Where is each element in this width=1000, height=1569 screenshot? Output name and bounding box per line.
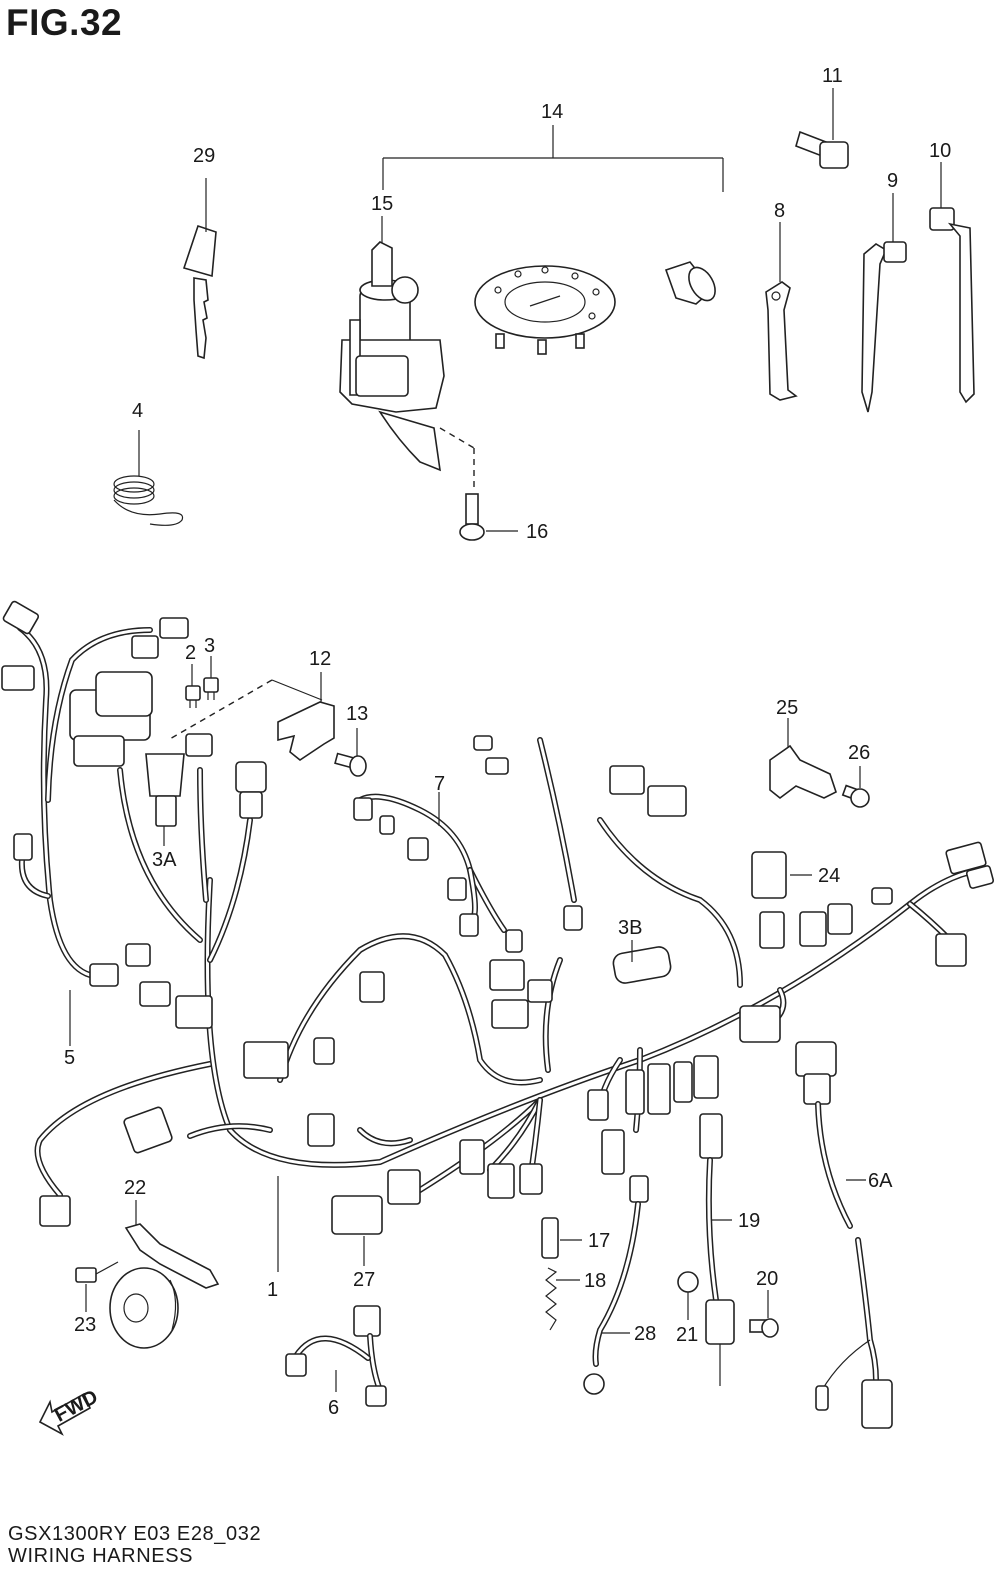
side-stand-switch-part (699, 1113, 735, 1386)
section-name: WIRING HARNESS (8, 1545, 194, 1567)
callout-10: 10 (929, 140, 951, 162)
model-code: GSX1300RY E03 E28_032 (8, 1523, 262, 1545)
callout-23: 23 (74, 1314, 96, 1336)
callout-25: 25 (776, 697, 798, 719)
callout-4: 4 (132, 400, 143, 422)
lead-wire-part (285, 1305, 387, 1407)
callout-15: 15 (371, 193, 393, 215)
mounting-bracket-part (769, 718, 837, 800)
callout-6a: 6A (868, 1170, 893, 1192)
callout-5: 5 (64, 1047, 75, 1069)
wire-clamp-part (861, 193, 907, 413)
callout-labels: 1 2 3 3A 3B 4 5 6 6A 7 8 9 10 11 12 13 1… (64, 65, 951, 1419)
callout-3: 3 (204, 635, 215, 657)
callout-24: 24 (818, 865, 840, 887)
callout-8: 8 (774, 200, 785, 222)
callout-22: 22 (124, 1177, 146, 1199)
switch-bolt-parts (677, 1271, 779, 1338)
leader-lines (69, 792, 440, 1272)
callout-14: 14 (541, 101, 563, 123)
callout-3a: 3A (152, 849, 177, 871)
callout-17: 17 (588, 1230, 610, 1252)
bracket-bolt-part (334, 728, 367, 777)
callout-13: 13 (346, 703, 368, 725)
bracket-mount-bolt-part (841, 766, 870, 808)
ignition-key-part (182, 178, 217, 360)
sub-harness-part (17, 625, 153, 979)
callout-26: 26 (848, 742, 870, 764)
callout-19: 19 (738, 1210, 760, 1232)
figure-title: FIG.32 (6, 2, 123, 43)
callout-20: 20 (756, 1268, 778, 1290)
callout-16: 16 (526, 521, 548, 543)
callout-29: 29 (193, 145, 215, 167)
callout-27: 27 (353, 1269, 375, 1291)
spring-part (113, 430, 184, 526)
clamp-part (765, 222, 798, 401)
fwd-label: FWD (51, 1386, 102, 1427)
relay-part (145, 753, 185, 846)
harness-connectors (1, 600, 995, 1227)
bolt-part (795, 88, 849, 169)
callout-12: 12 (309, 648, 331, 670)
callout-6: 6 (328, 1397, 339, 1419)
seat-lock-cylinder-part (664, 261, 716, 305)
lock-set-group-bracket (382, 125, 724, 192)
ignition-switch-part (339, 216, 475, 490)
callout-28: 28 (634, 1323, 656, 1345)
callout-18: 18 (584, 1270, 606, 1292)
callout-1: 1 (267, 1279, 278, 1301)
bracket-part (167, 672, 335, 761)
callout-3b: 3B (618, 917, 642, 939)
fuse-parts (185, 656, 219, 708)
connector-cap-part (331, 1195, 383, 1266)
horn-part (109, 1200, 220, 1349)
callout-21: 21 (676, 1324, 698, 1346)
callout-11: 11 (822, 65, 843, 87)
sensor-lead-part (795, 1041, 893, 1429)
callout-7: 7 (434, 773, 445, 795)
ground-lead-part (583, 1175, 649, 1395)
main-wiring-harness (34, 737, 973, 1198)
screw-part (459, 493, 518, 541)
horn-bolt-part (75, 1261, 119, 1312)
fuel-cap-part (474, 265, 616, 355)
brake-switch-parts (541, 1217, 582, 1331)
fwd-arrow-icon: FWD (38, 1386, 102, 1436)
cable-clamp-part (929, 162, 975, 404)
callout-9: 9 (887, 170, 898, 192)
callout-2: 2 (185, 642, 196, 664)
